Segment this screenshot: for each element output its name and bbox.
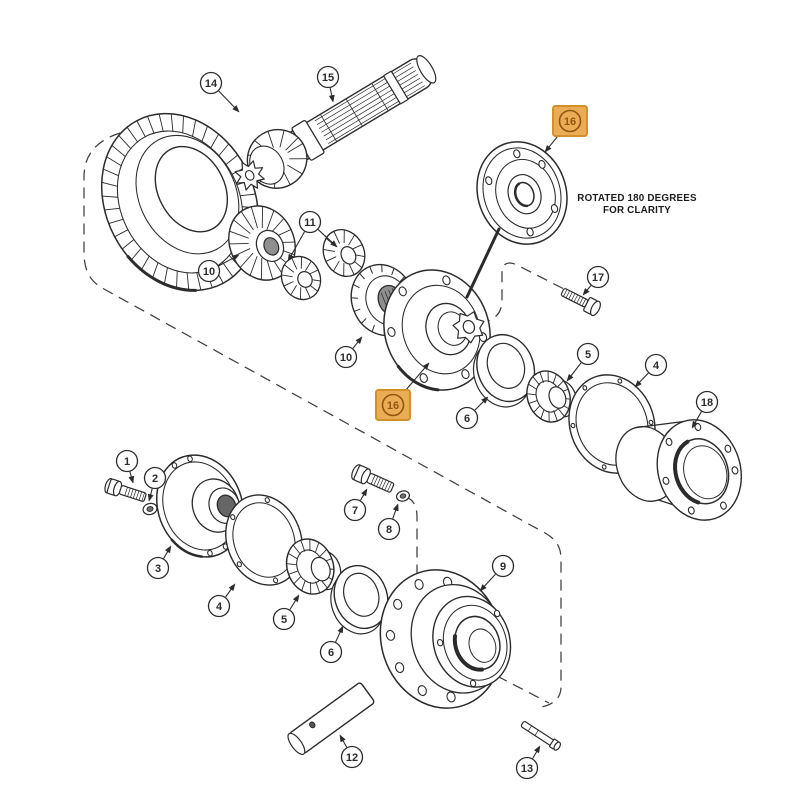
callout-label: 10: [203, 266, 215, 278]
callout-7[interactable]: 7: [343, 488, 368, 522]
callout-circle: [586, 265, 610, 289]
callout-label: 5: [585, 349, 591, 361]
callout-circle: [515, 756, 539, 780]
callout-10-lower[interactable]: 10: [334, 336, 363, 369]
callout-circle: [298, 210, 322, 234]
callout-label: 6: [328, 647, 334, 659]
centerline-main: [83, 132, 562, 708]
callout-label: 13: [521, 763, 533, 775]
pinion-shaft-15: [234, 55, 437, 191]
callout-label: 2: [152, 473, 158, 485]
callout-label: 6: [464, 413, 470, 425]
callout-label: 10: [340, 352, 352, 364]
callout-15[interactable]: 15: [316, 65, 340, 103]
callout-2[interactable]: 2: [143, 466, 167, 502]
callout-6-lower[interactable]: 6: [319, 625, 344, 664]
ring-gear-14: [100, 112, 260, 292]
callout-5-middle[interactable]: 5: [566, 342, 600, 382]
bolt-1: [104, 478, 147, 502]
bearing-carrier-18: [615, 419, 743, 521]
callout-circle: [143, 466, 167, 490]
callout-circle: [377, 517, 401, 541]
bolt-17: [560, 288, 601, 317]
callout-label: 18: [701, 397, 713, 409]
gasket-4-lower: [225, 494, 303, 586]
bearing-5-lower: [285, 538, 342, 595]
callout-circle: [334, 345, 358, 369]
callout-10-upper[interactable]: 10: [197, 254, 240, 283]
callout-5-lower[interactable]: 5: [272, 594, 300, 631]
diff-flange-16-rotated: [476, 141, 568, 245]
callout-label: 11: [304, 217, 316, 229]
callout-circle: [319, 640, 343, 664]
callout-label: 3: [155, 563, 161, 575]
callout-label: 12: [346, 752, 358, 764]
centerline-hub-corner: [496, 675, 550, 704]
callout-label: 1: [124, 456, 130, 468]
callout-circle: [695, 390, 719, 414]
bolt-7: [351, 464, 395, 493]
rotated-note-line1: ROTATED 180 DEGREES: [577, 193, 697, 204]
rotated-note-line2: FOR CLARITY: [603, 205, 671, 216]
callout-label: 9: [500, 561, 506, 573]
callout-13[interactable]: 13: [515, 745, 541, 780]
callout-label: 15: [322, 72, 334, 84]
callout-label: 4: [653, 360, 660, 372]
callout-circle: [146, 556, 170, 580]
callout-1[interactable]: 1: [115, 449, 139, 484]
callout-highlight-box: [552, 105, 588, 137]
callout-circle: [197, 259, 221, 283]
shaft-12: [287, 682, 375, 755]
callout-label: 16: [564, 116, 576, 128]
pinion-gear-11-left: [280, 255, 322, 301]
callout-14[interactable]: 14: [199, 71, 240, 113]
part-drawings: [100, 55, 743, 755]
washer-2: [142, 502, 158, 516]
seal-ring-6-middle: [472, 334, 536, 408]
callout-circle: [576, 342, 600, 366]
callout-label: 7: [352, 505, 358, 517]
callout-16-main[interactable]: 16: [375, 362, 430, 421]
pin-13: [520, 721, 562, 751]
callout-highlight-box: [375, 389, 411, 421]
callout-circle: [491, 554, 515, 578]
callout-label: 16: [387, 400, 399, 412]
callout-circle: [381, 393, 405, 417]
callout-17[interactable]: 17: [582, 265, 610, 296]
callout-18[interactable]: 18: [691, 390, 719, 429]
washer-8: [395, 490, 411, 502]
callout-circle: [316, 65, 340, 89]
callout-label: 17: [592, 272, 604, 284]
callout-11[interactable]: 11: [287, 210, 338, 262]
hub-9: [379, 569, 512, 709]
callout-label: 4: [216, 601, 223, 613]
centerline-bolt-17: [478, 262, 567, 324]
callout-circle: [199, 71, 223, 95]
callout-3[interactable]: 3: [146, 545, 172, 580]
centerline-hub-left: [405, 496, 418, 577]
callout-circle: [558, 109, 582, 133]
callout-9[interactable]: 9: [479, 554, 515, 592]
callout-circle: [343, 498, 367, 522]
seal-ring-6-lower: [330, 564, 389, 635]
callout-circle: [272, 607, 296, 631]
callout-circle: [644, 353, 668, 377]
callout-6-middle[interactable]: 6: [455, 396, 489, 430]
callout-circle: [207, 594, 231, 618]
callout-4-middle[interactable]: 4: [634, 353, 668, 388]
callout-circle: [340, 745, 364, 769]
diff-flange-16-main: [383, 269, 491, 392]
callout-8[interactable]: 8: [377, 503, 401, 541]
callout-circle: [455, 406, 479, 430]
callout-label: 14: [205, 78, 218, 90]
callout-16-rotated[interactable]: 16: [544, 105, 588, 153]
callout-circle: [115, 449, 139, 473]
callout-12[interactable]: 12: [339, 734, 364, 769]
bearing-5-middle: [526, 370, 578, 423]
callout-label: 5: [281, 614, 287, 626]
callout-label: 8: [386, 524, 392, 536]
callout-4-lower[interactable]: 4: [207, 583, 236, 618]
